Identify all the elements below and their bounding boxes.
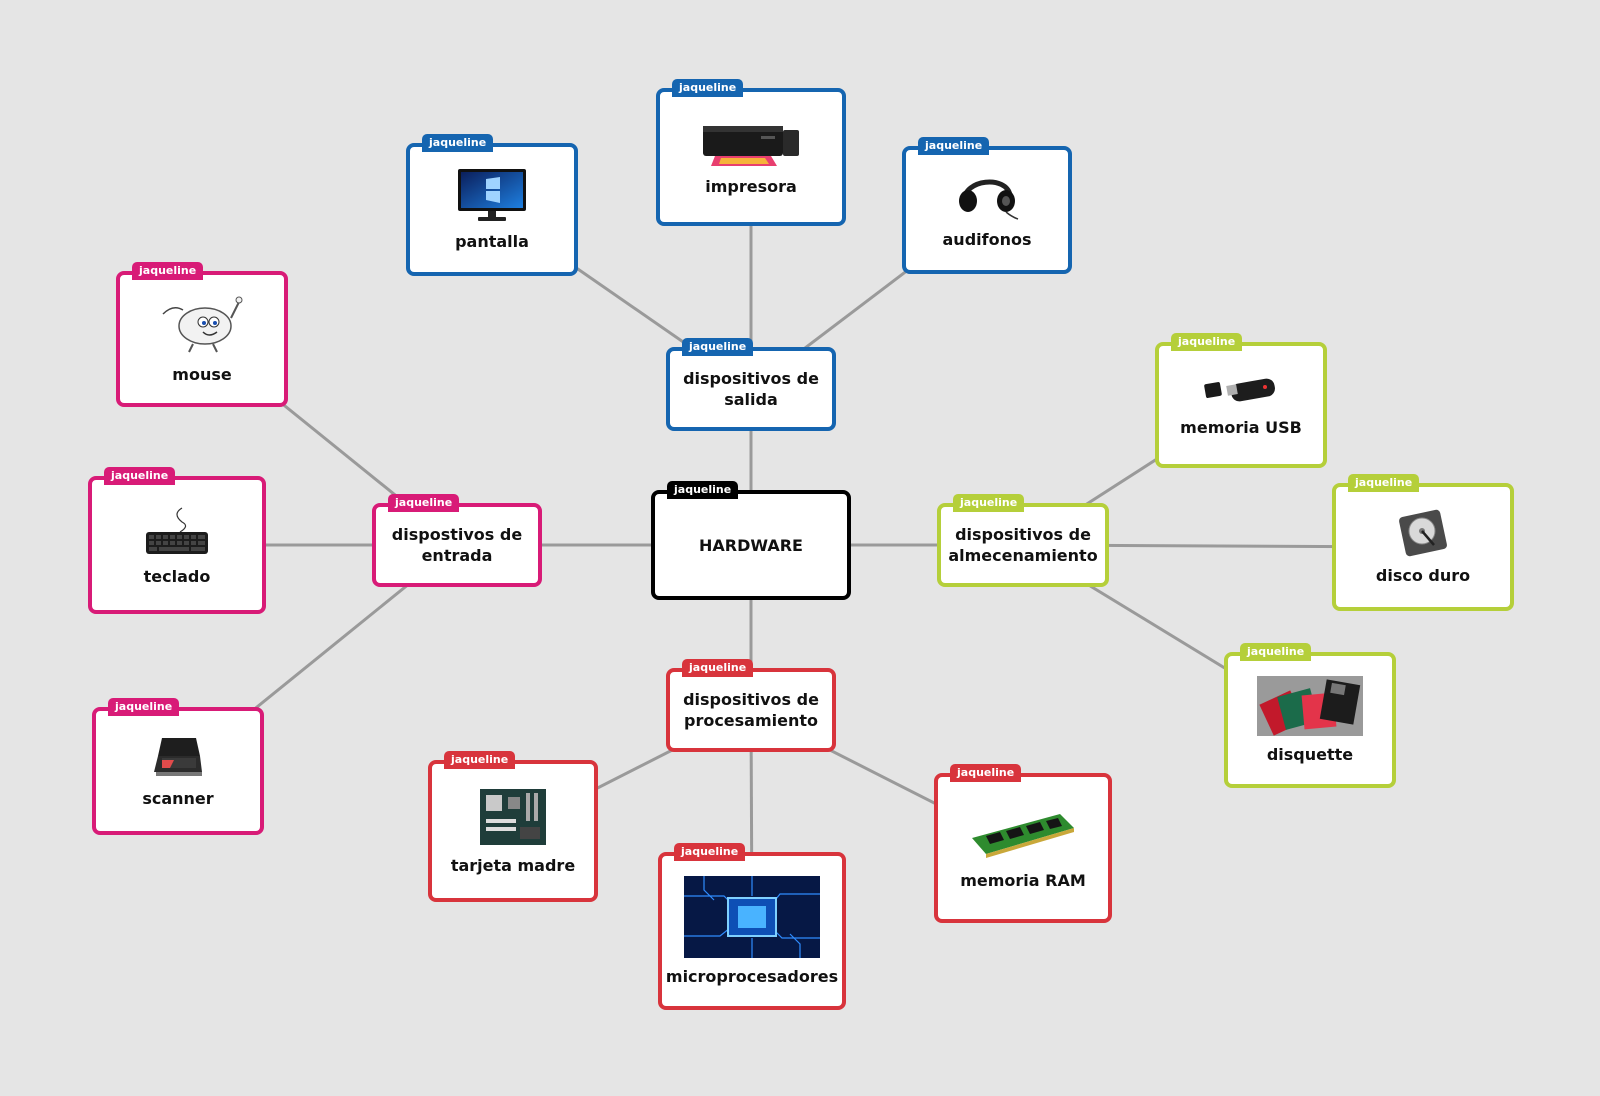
author-tag: jaqueline bbox=[1240, 643, 1312, 661]
author-tag: jaqueline bbox=[672, 79, 744, 97]
author-tag: jaqueline bbox=[108, 698, 180, 716]
mouse-icon bbox=[162, 296, 243, 352]
author-tag: jaqueline bbox=[104, 467, 176, 485]
node-memoria-usb[interactable]: jaqueline memoria USB bbox=[1155, 333, 1327, 468]
node-memoria-ram[interactable]: jaqueline memoria RAM bbox=[934, 764, 1112, 923]
hard-drive-icon bbox=[1399, 509, 1447, 556]
node-dispositivos-de-salida[interactable]: jaqueline dispositivos de salida bbox=[666, 338, 836, 431]
node-dispositivos-de-procesamiento[interactable]: jaqueline dispositivos de procesamiento bbox=[666, 659, 836, 752]
ram-module-icon bbox=[972, 813, 1074, 858]
printer-icon bbox=[703, 125, 799, 166]
node-label: dispositivos de almecenamiento bbox=[948, 525, 1098, 565]
cpu-chip-icon bbox=[684, 875, 820, 958]
node-teclado[interactable]: jaqueline teclado bbox=[88, 467, 266, 614]
author-tag: jaqueline bbox=[953, 494, 1025, 512]
keyboard-icon bbox=[146, 506, 208, 554]
author-tag: jaqueline bbox=[682, 338, 754, 356]
node-label: dispostivos de entrada bbox=[391, 525, 523, 565]
node-label: microprocesadores bbox=[665, 966, 839, 986]
node-label: teclado bbox=[143, 566, 211, 586]
node-dispostivos-de-entrada[interactable]: jaqueline dispostivos de entrada bbox=[372, 494, 542, 587]
author-tag: jaqueline bbox=[422, 134, 494, 152]
node-label: scanner bbox=[142, 788, 214, 808]
node-label: memoria RAM bbox=[960, 870, 1086, 890]
node-microprocesadores[interactable]: jaqueline microprocesadores bbox=[658, 843, 846, 1010]
node-dispositivos-de-almecenamiento[interactable]: jaqueline dispositivos de almecenamiento bbox=[937, 494, 1109, 587]
node-disco-duro[interactable]: jaqueline disco duro bbox=[1332, 474, 1514, 611]
node-label: HARDWARE bbox=[699, 535, 803, 555]
scanner-icon bbox=[154, 737, 202, 776]
author-tag: jaqueline bbox=[674, 843, 746, 861]
author-tag: jaqueline bbox=[1348, 474, 1420, 492]
node-label: dispositivos de procesamiento bbox=[683, 690, 819, 730]
floppy-disk-icon bbox=[1257, 675, 1363, 736]
author-tag: jaqueline bbox=[667, 481, 739, 499]
node-label: audifonos bbox=[942, 229, 1032, 249]
author-tag: jaqueline bbox=[132, 262, 204, 280]
author-tag: jaqueline bbox=[1171, 333, 1243, 351]
node-label: mouse bbox=[172, 364, 232, 384]
author-tag: jaqueline bbox=[682, 659, 754, 677]
usb-drive-icon bbox=[1204, 378, 1275, 401]
motherboard-icon bbox=[480, 788, 546, 845]
node-label: disquette bbox=[1266, 744, 1354, 764]
author-tag: jaqueline bbox=[444, 751, 516, 769]
author-tag: jaqueline bbox=[388, 494, 460, 512]
author-tag: jaqueline bbox=[918, 137, 990, 155]
node-scanner[interactable]: jaqueline scanner bbox=[92, 698, 264, 835]
node-label: memoria USB bbox=[1180, 417, 1302, 437]
node-mouse[interactable]: jaqueline mouse bbox=[116, 262, 288, 407]
node-pantalla[interactable]: jaqueline pantalla bbox=[406, 134, 578, 276]
node-label: dispositivos de salida bbox=[683, 369, 819, 409]
node-hardware[interactable]: jaqueline HARDWARE bbox=[651, 481, 851, 600]
monitor-icon bbox=[458, 169, 526, 221]
node-impresora[interactable]: jaqueline impresora bbox=[656, 79, 846, 226]
node-label: tarjeta madre bbox=[450, 855, 576, 875]
author-tag: jaqueline bbox=[950, 764, 1022, 782]
node-disquette[interactable]: jaqueline disquette bbox=[1224, 643, 1396, 788]
node-tarjeta-madre[interactable]: jaqueline tarjeta madre bbox=[428, 751, 598, 902]
node-label: disco duro bbox=[1375, 565, 1471, 585]
node-label: impresora bbox=[705, 176, 797, 196]
node-label: pantalla bbox=[455, 232, 529, 251]
headphones-icon bbox=[959, 179, 1019, 220]
node-audifonos[interactable]: jaqueline audifonos bbox=[902, 137, 1072, 274]
